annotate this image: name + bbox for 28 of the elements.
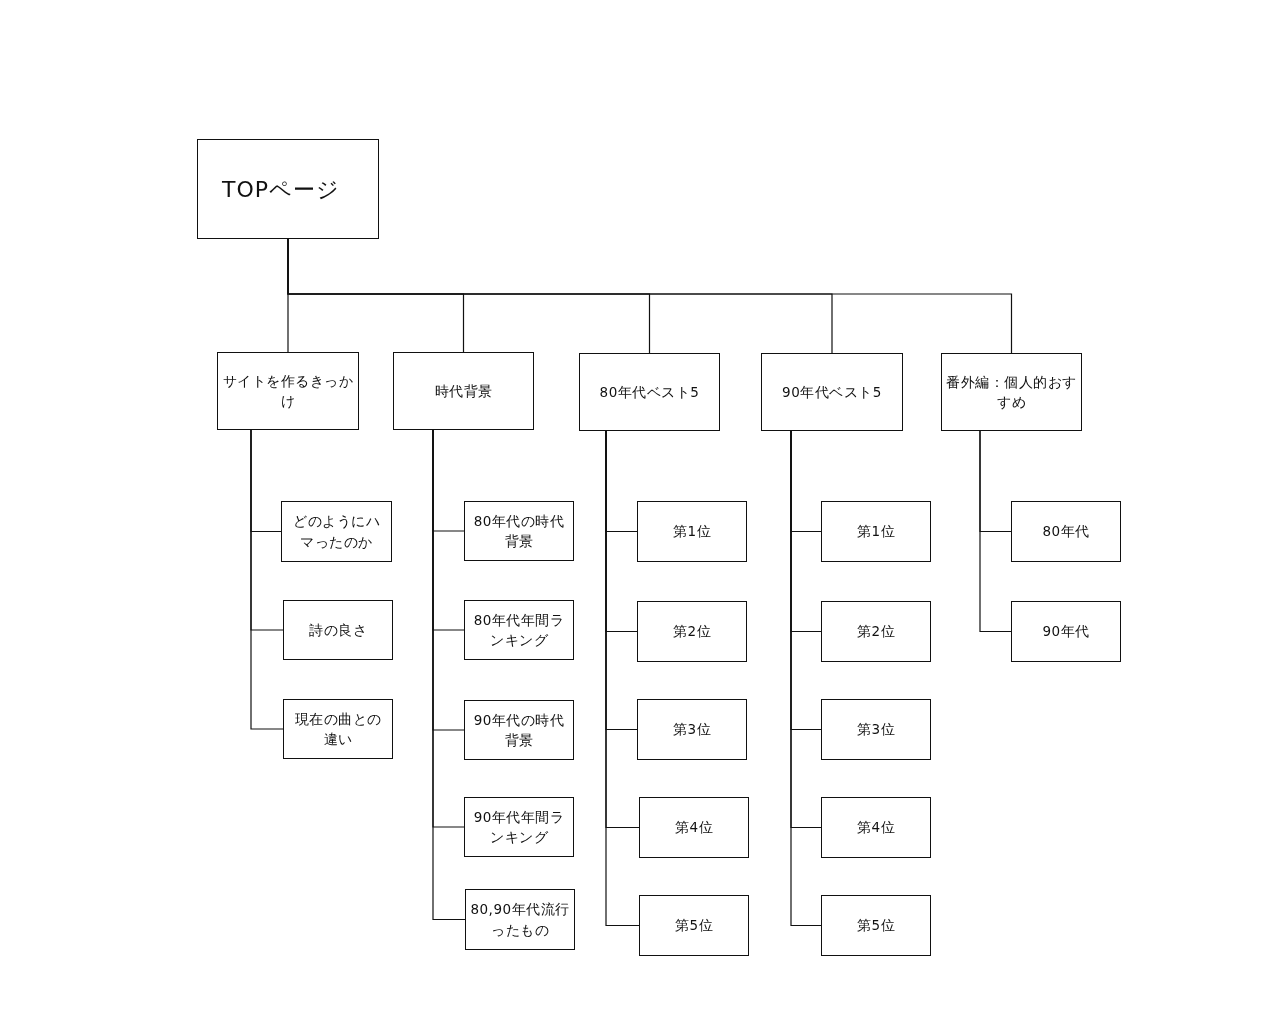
page-box: 第1位 [821,501,931,562]
page-box: 90年代 [1011,601,1121,662]
page-box: 90年代の時代背景 [464,700,574,760]
page-box: 第5位 [821,895,931,956]
page-box: 第2位 [637,601,747,662]
page-box: 第3位 [821,699,931,760]
connector-line [250,429,284,730]
page-box: 第5位 [639,895,749,956]
page-box: どのようにハマったのか [281,501,392,562]
page-box: 時代背景 [393,352,534,430]
page-box: 現在の曲との違い [283,699,393,759]
page-box: サイトを作るきっかけ [217,352,359,430]
page-box: 80年代の時代背景 [464,501,574,561]
page-box: 第3位 [637,699,747,760]
page-box: 詩の良さ [283,600,393,660]
page-box: 第2位 [821,601,931,662]
page-box: 80年代ベスト5 [579,353,720,431]
page-box: TOPページ [197,139,379,239]
page-box: 80,90年代流行ったもの [465,889,575,950]
page-box: 第4位 [821,797,931,858]
page-box: 80年代 [1011,501,1121,562]
page-box: 90年代ベスト5 [761,353,903,431]
connector-line [979,430,1012,633]
page-box: 番外編：個人的おすすめ [941,353,1082,431]
page-box: 90年代年間ランキング [464,797,574,857]
page-box: 80年代年間ランキング [464,600,574,660]
page-box: 第4位 [639,797,749,858]
page-box: 第1位 [637,501,747,562]
